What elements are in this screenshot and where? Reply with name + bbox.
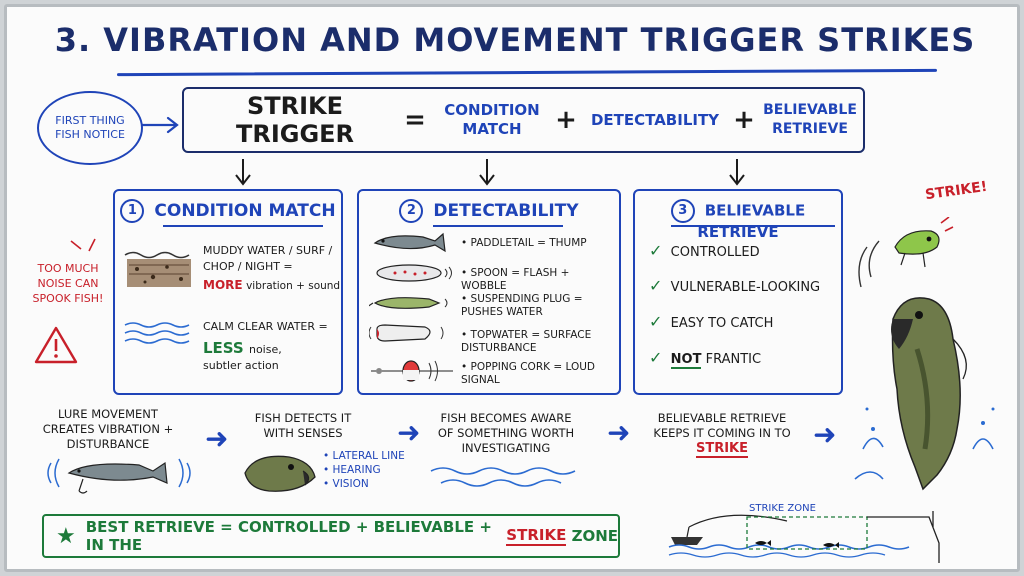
detect-item-2: • Spoon = flash + wobble [461, 267, 570, 292]
formula-plus-2: + [733, 105, 755, 135]
panel3-number: 3 [670, 199, 695, 223]
fish-head-icon [244, 455, 316, 492]
panel3-title: Believable Retrieve [697, 201, 806, 242]
formula-detectability: Detectability [590, 111, 720, 129]
panel-detectability: 2Detectability • Paddl [357, 189, 621, 395]
panel1-title: Condition Match [154, 201, 336, 221]
formula-equals: = [404, 105, 426, 135]
less-word: LESS [203, 339, 244, 357]
panel-believable-retrieve: 3Believable Retrieve ✓ Controlled ✓ Vuln… [633, 189, 843, 395]
noise-warning-text: Too much noise can spook fish! [32, 262, 104, 305]
panel2-header: 2 Detectability [359, 199, 619, 223]
flow-step-2: Fish detects it with senses [254, 411, 352, 440]
formula-believable-retrieve: Believable Retrieve [763, 102, 857, 137]
flow-arrow-icon: ➜ [397, 416, 421, 449]
panel-condition-match: 1 Condition Match Muddy water / surf / ch… [113, 189, 343, 395]
best-strike-word: Strike [506, 526, 567, 546]
star-icon: ★ [56, 523, 76, 549]
sense-item-3: • Vision [323, 478, 369, 490]
check-item-2: ✓ Vulnerable-looking [649, 276, 821, 295]
panel3-underline [671, 225, 835, 227]
vibration-lines-icon [858, 240, 880, 288]
topwater-lure-icon [369, 324, 444, 342]
flow-arrow-icon: ➜ [205, 422, 229, 455]
muddy-water-icon [124, 251, 191, 287]
panel2-underline [433, 225, 563, 227]
flow-arrow-icon: ➜ [607, 416, 631, 449]
flow-step-4: Believable retrieve keeps it coming in t… [647, 411, 797, 458]
calm-water-icon [124, 322, 190, 344]
suspending-plug-lure-icon [369, 297, 448, 309]
water-waves-icon [430, 467, 576, 487]
panel1-underline [163, 225, 323, 227]
best-suffix: Zone [571, 527, 618, 545]
panel1-number: 1 [120, 199, 145, 223]
sense-item-1: • Lateral line [323, 450, 405, 462]
warning-triangle-icon [34, 326, 78, 364]
muddy-water-text: Muddy water / surf / chop / night = [203, 244, 333, 273]
whiteboard: 3. Vibration and Movement Trigger Strike… [4, 4, 1020, 572]
lure-vibration-icon [47, 458, 191, 494]
panel2-number: 2 [399, 199, 424, 223]
down-arrow-icon [729, 159, 745, 186]
check-icon: ✓ [649, 312, 663, 331]
warning-tick-marks-icon [70, 238, 96, 252]
down-arrow-icon [479, 159, 495, 186]
sense-item-2: • Hearing [323, 464, 381, 476]
check-item-1: ✓ Controlled [649, 241, 760, 260]
panel3-header: 3Believable Retrieve [635, 199, 841, 241]
panel1-header: 1 Condition Match [115, 199, 341, 223]
flow-strike-word: Strike [695, 441, 749, 458]
more-word: MORE [203, 278, 243, 292]
check-item-3: ✓ Easy to catch [649, 312, 774, 331]
best-retrieve-box: ★ Best Retrieve = Controlled + Believabl… [42, 514, 620, 558]
strike-trigger-formula: Strike Trigger = Condition Match + Detec… [182, 87, 865, 153]
check-icon: ✓ [649, 241, 663, 260]
flow-step-4-text: Believable retrieve keeps it coming in t… [653, 411, 791, 440]
more-rest: vibration + sound [246, 280, 341, 292]
check-icon: ✓ [649, 276, 663, 295]
spoon-lure-icon [376, 264, 452, 282]
flow-step-3: Fish becomes aware of something worth in… [437, 411, 575, 455]
detect-item-4: • Topwater = surface disturbance [461, 329, 592, 354]
check-item-4: ✓ Not frantic [649, 348, 762, 369]
title-underline [116, 68, 938, 77]
detect-item-5: • Popping cork = loud signal [461, 361, 595, 386]
crankbait-lure-icon [894, 217, 954, 268]
strike-zone-sketch [668, 511, 940, 563]
not-word: Not [670, 352, 702, 369]
page-title: 3. Vibration and Movement Trigger Strike… [54, 21, 976, 59]
less-rest-2: subtler action [203, 359, 279, 372]
less-line: LESS noise, [203, 339, 343, 357]
check-icon: ✓ [649, 348, 663, 367]
strike-exclaim: Strike! [924, 178, 989, 204]
strike-zone-label: Strike Zone [749, 503, 816, 514]
first-notice-cloud: First thing fish notice [37, 91, 143, 165]
popping-cork-icon [371, 360, 453, 382]
senses-list: • Lateral line • Hearing • Vision [323, 449, 413, 491]
cloud-arrow-icon [140, 116, 179, 134]
paddletail-lure-icon [373, 232, 446, 253]
flow-step-1: Lure movement creates vibration + distur… [42, 407, 174, 451]
detect-item-3: • Suspending plug = pushes water [461, 293, 583, 318]
best-prefix: Best Retrieve = Controlled + Believable … [85, 518, 492, 554]
calm-water-text: Calm clear water = [203, 320, 328, 333]
more-line: MORE vibration + sound [203, 277, 343, 294]
panel2-title: Detectability [433, 201, 579, 221]
flow-arrow-icon: ➜ [813, 418, 837, 451]
cloud-text: First thing fish notice [55, 114, 125, 141]
less-rest-1: noise, [248, 343, 282, 356]
down-arrow-icon [235, 159, 251, 186]
formula-plus-1: + [555, 105, 577, 135]
detect-item-1: • Paddletail = thump [461, 237, 587, 249]
formula-lhs: Strike Trigger [235, 92, 355, 148]
formula-condition-match: Condition Match [444, 101, 540, 138]
bass-fish-icon [854, 297, 995, 491]
